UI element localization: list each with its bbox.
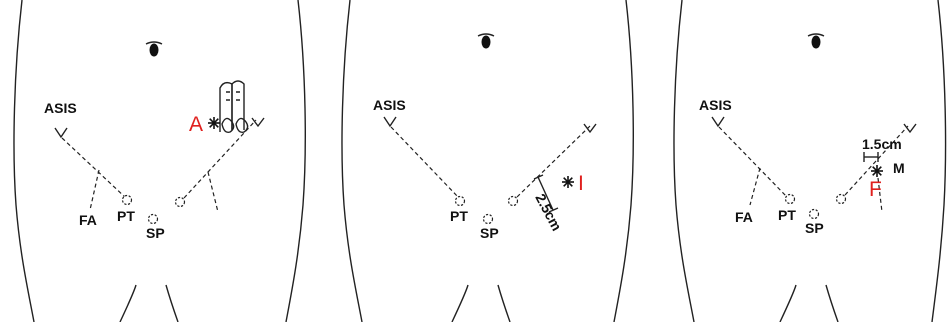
sp-label: SP — [146, 225, 165, 241]
marker-letter-f: F — [869, 178, 882, 201]
thigh-right-outline — [166, 285, 178, 322]
asis-left-mark — [55, 128, 67, 137]
thigh-right-outline — [498, 285, 510, 322]
asis-label: ASIS — [44, 100, 77, 116]
pubic-symphysis — [149, 215, 158, 224]
asis-right-mark — [904, 124, 916, 132]
asis-label: ASIS — [699, 97, 732, 113]
pubic-symphysis — [484, 215, 493, 224]
incision-point-icon — [562, 176, 574, 188]
torso-left-outline — [14, 0, 34, 322]
torso-left-outline — [674, 0, 694, 322]
femoral-artery-left — [750, 168, 760, 205]
m-label: M — [893, 160, 905, 176]
asis-label: ASIS — [373, 97, 406, 113]
navel-icon — [812, 36, 821, 49]
asis-right-mark — [252, 118, 264, 126]
pt-label: PT — [450, 208, 468, 224]
torso-right-outline — [286, 0, 305, 322]
fa-label: FA — [735, 209, 753, 225]
measurement-bracket — [864, 152, 878, 162]
sp-label: SP — [805, 220, 824, 236]
femoral-artery-right — [208, 172, 218, 212]
navel-icon — [150, 44, 159, 57]
pubic-tubercle-right — [176, 198, 185, 207]
pubic-tubercle-left — [123, 196, 132, 205]
inguinal-line-left — [391, 127, 459, 198]
torso-right-outline — [932, 0, 946, 322]
pt-label: PT — [117, 208, 135, 224]
panel-1: ASIS FA PT SP A — [14, 0, 305, 322]
asis-left-mark — [384, 117, 396, 126]
pubic-tubercle-left — [456, 197, 465, 206]
pt-label: PT — [778, 207, 796, 223]
asis-left-mark — [712, 117, 724, 126]
pubic-tubercle-right — [837, 195, 846, 204]
pubic-tubercle-right — [509, 197, 518, 206]
pubic-tubercle-left — [786, 195, 795, 204]
measurement-label: 2.5cm — [532, 191, 565, 234]
pubic-symphysis — [810, 210, 819, 219]
fa-label: FA — [79, 212, 97, 228]
finger-icon — [220, 81, 248, 132]
palpation-point-icon — [208, 117, 220, 129]
asis-right-mark — [584, 124, 596, 132]
marker-letter-i: I — [578, 172, 584, 195]
thigh-left-outline — [452, 285, 468, 322]
measurement-label: 1.5cm — [862, 136, 902, 152]
thigh-left-outline — [120, 285, 136, 322]
femoral-artery-left — [90, 170, 99, 210]
thigh-left-outline — [780, 285, 796, 322]
panel-2: 2.5cm ASIS PT SP I — [342, 0, 633, 322]
inguinal-line-left — [62, 138, 126, 198]
inguinal-line-left — [719, 127, 787, 197]
torso-left-outline — [342, 0, 362, 322]
navel-icon — [482, 36, 491, 49]
sp-label: SP — [480, 225, 499, 241]
panel-3: 1.5cm ASIS FA PT SP M F — [674, 0, 946, 322]
marker-letter-a: A — [189, 113, 203, 136]
thigh-right-outline — [826, 285, 838, 322]
incision-point-icon — [871, 165, 883, 177]
torso-right-outline — [614, 0, 633, 322]
